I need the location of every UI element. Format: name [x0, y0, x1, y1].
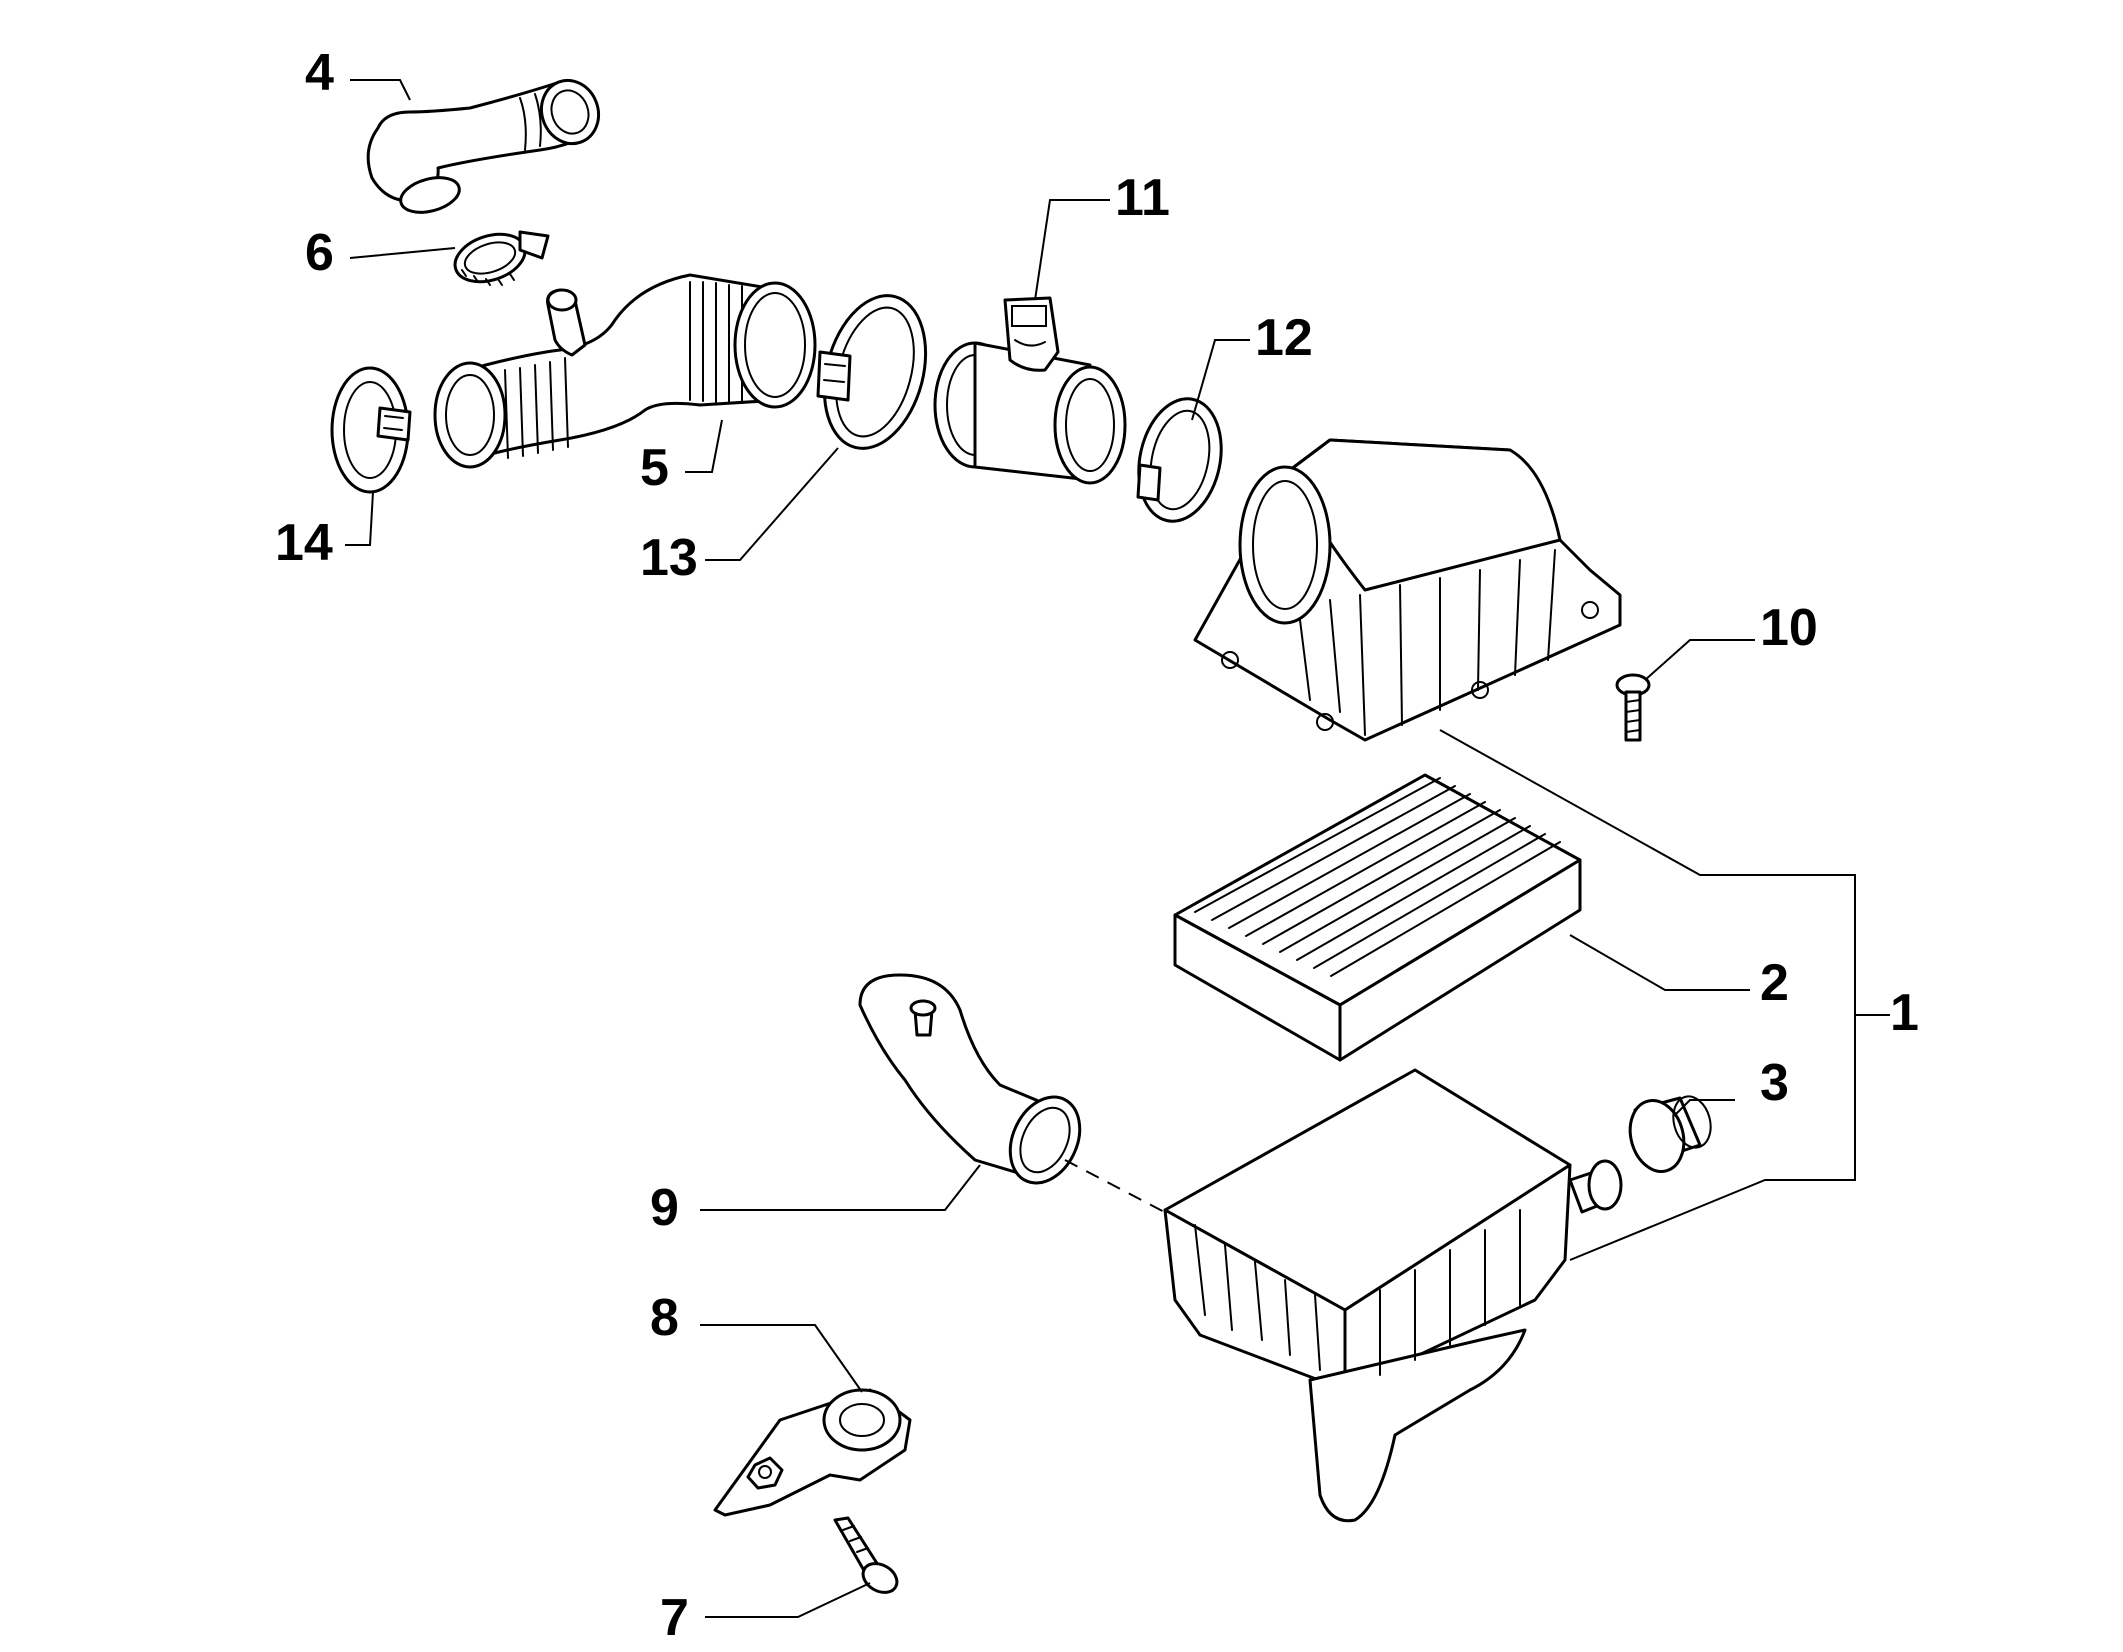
part-13-band-clamp[interactable]: [808, 284, 941, 460]
part-2-filter-element[interactable]: [1173, 773, 1582, 1062]
callout-7: 7: [660, 1589, 689, 1647]
callout-labels: 4 6 14 5 13 11 12 10 2 1 3 9 8 7: [275, 44, 1919, 1647]
callout-14: 14: [275, 514, 333, 572]
part-4-intake-elbow[interactable]: [366, 72, 607, 218]
part-14-clamp[interactable]: [330, 366, 412, 494]
callout-13: 13: [640, 529, 698, 587]
part-3-intake-sleeve[interactable]: [1623, 1092, 1717, 1177]
callout-5: 5: [640, 439, 669, 497]
part-9-intake-hose[interactable]: [858, 973, 1093, 1194]
callout-1: 1: [1890, 984, 1919, 1042]
part-8-mounting-bracket[interactable]: [713, 1388, 912, 1517]
part-7-bolt[interactable]: [833, 1516, 902, 1598]
part-11-air-mass-meter[interactable]: [933, 296, 1127, 485]
part-10-screw[interactable]: [1615, 673, 1651, 742]
callout-8: 8: [650, 1289, 679, 1347]
air-box-cover[interactable]: [1193, 438, 1622, 742]
assembly-line: [1064, 1159, 1171, 1216]
part-6-hose-clamp[interactable]: [449, 226, 550, 290]
part-12-clamp[interactable]: [1128, 391, 1232, 529]
callout-3: 3: [1760, 1054, 1789, 1112]
callout-6: 6: [305, 224, 334, 282]
callout-12: 12: [1255, 309, 1313, 367]
callout-10: 10: [1760, 599, 1818, 657]
air-box-base[interactable]: [1163, 1068, 1623, 1523]
callout-11: 11: [1115, 169, 1170, 227]
callout-2: 2: [1760, 954, 1789, 1012]
leader-lines: [345, 79, 1890, 1618]
callout-4: 4: [305, 44, 334, 102]
callout-9: 9: [650, 1179, 679, 1237]
part-5-corrugated-duct[interactable]: [433, 273, 817, 469]
